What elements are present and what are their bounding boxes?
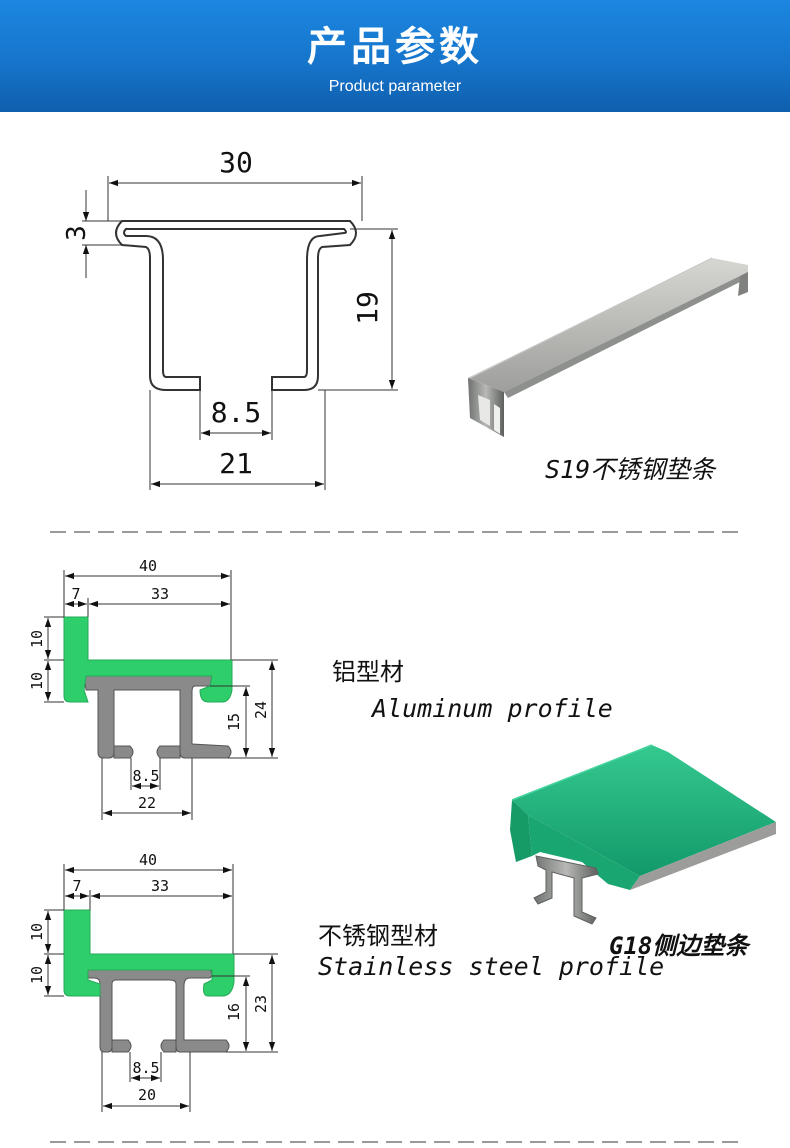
stainless-caption-cn: 不锈钢型材 [318, 922, 438, 950]
aluminum-green-cover [63, 616, 233, 703]
aluminum-caption-en: Aluminum profile [372, 694, 613, 723]
ss-dim-7: 7 [72, 877, 81, 895]
ss-dim-20: 20 [138, 1086, 156, 1104]
ss-dim-33: 33 [151, 877, 169, 895]
ss-dim-40: 40 [139, 851, 157, 869]
s19-dim-19: 19 [351, 291, 384, 325]
alu-dim-7: 7 [71, 585, 80, 603]
ss-dim-16: 16 [225, 1003, 243, 1021]
s19-drawing: 30 3 19 8.5 21 [62, 146, 398, 490]
alu-dim-15: 15 [225, 713, 243, 731]
alu-dim-10-lower: 10 [28, 672, 46, 690]
alu-dim-40: 40 [139, 557, 157, 575]
stainless-green-cover [63, 909, 235, 997]
aluminum-drawing: 40 7 33 10 10 15 24 8.5 22 [28, 557, 278, 820]
alu-dim-8-5: 8.5 [132, 767, 159, 785]
header-banner: 产品参数 Product parameter [0, 0, 790, 112]
alu-dim-22: 22 [138, 794, 156, 812]
s19-dim-3: 3 [62, 225, 92, 241]
s19-product-image [468, 257, 748, 437]
ss-dim-8-5: 8.5 [132, 1059, 159, 1077]
alu-dim-10-upper: 10 [28, 630, 46, 648]
ss-dim-10-upper: 10 [28, 923, 46, 941]
stainless-channel [87, 969, 230, 1053]
g18-product-image [510, 744, 776, 925]
stainless-drawing: 40 7 33 10 10 16 23 8.5 20 [28, 851, 278, 1112]
s19-caption: S19不锈钢垫条 [545, 455, 716, 484]
s19-dim-8-5: 8.5 [211, 396, 262, 429]
g18-caption: G18侧边垫条 [609, 932, 749, 960]
ss-dim-23: 23 [252, 995, 270, 1013]
alu-dim-33: 33 [151, 585, 169, 603]
ss-dim-10-lower: 10 [28, 966, 46, 984]
s19-profile-outline [115, 220, 357, 391]
stainless-caption-en: Stainless steel profile [318, 952, 665, 981]
page-title: 产品参数 [307, 24, 483, 70]
s19-dim-30: 30 [219, 146, 253, 179]
s19-dim-21: 21 [219, 447, 253, 480]
page-subtitle: Product parameter [328, 78, 462, 95]
alu-dim-24: 24 [252, 701, 270, 719]
aluminum-caption-cn: 铝型材 [332, 658, 404, 686]
aluminum-channel [83, 674, 232, 759]
